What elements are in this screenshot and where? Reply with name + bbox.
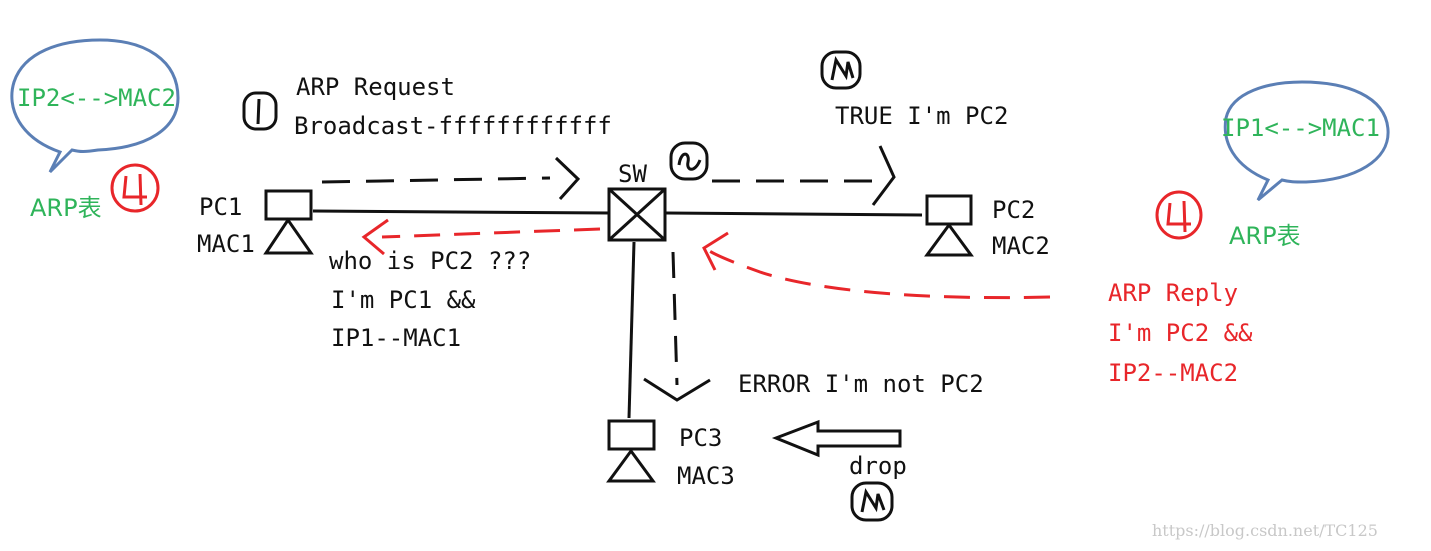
computer-icon	[263, 189, 314, 255]
speech-bubble-icon	[1223, 80, 1390, 202]
pc1-name: PC1	[199, 193, 242, 221]
computer-icon	[606, 419, 656, 483]
link-sw-pc2	[665, 211, 923, 217]
pc3-mac: MAC3	[677, 462, 735, 490]
switch-node: SW	[607, 160, 667, 242]
pc2-mac: MAC2	[992, 232, 1050, 260]
step3-number-icon	[820, 50, 862, 90]
arp-table-label-left: ARP表	[30, 194, 102, 222]
switch-label: SW	[618, 160, 647, 188]
step3-pc3: ERROR I'm not PC2 drop	[738, 370, 984, 522]
step1-number-icon	[242, 91, 278, 131]
watermark-url: https://blog.csdn.net/TC125	[1152, 521, 1378, 540]
computer-icon	[924, 194, 974, 257]
arp-entry-left: IP2<-->MAC2	[17, 84, 176, 112]
network-links	[312, 209, 923, 419]
reply-arrow-pc2-to-sw	[707, 248, 1051, 300]
step4-badge-icon	[1155, 190, 1203, 240]
step2-number-icon	[669, 141, 709, 181]
step3-pc2-text: TRUE I'm PC2	[835, 102, 1008, 130]
reply-line3: IP2--MAC2	[1108, 359, 1238, 387]
drop-arrow-icon	[771, 419, 902, 458]
drop-label: drop	[849, 452, 907, 480]
reply-line2: I'm PC2 &&	[1108, 319, 1253, 347]
step3-pc2: TRUE I'm PC2	[820, 50, 1008, 130]
step2-arrowhead-icon	[871, 145, 896, 206]
reply-arrow-sw-to-pc1	[381, 227, 601, 239]
arp-entry-right: IP1<-->MAC1	[1221, 114, 1380, 142]
step2-arrowhead-icon	[643, 377, 711, 402]
pc2-name: PC2	[992, 196, 1035, 224]
arp-table-label-right: ARP表	[1229, 222, 1301, 250]
step2-flood-arrow-pc3	[671, 251, 679, 386]
pc3-name: PC3	[679, 424, 722, 452]
link-pc1-sw	[312, 209, 611, 215]
step1-body-line1: who is PC2 ???	[329, 247, 531, 275]
arp-table-left: IP2<-->MAC2 ARP表	[10, 38, 180, 222]
pc1-node: PC1 MAC1	[197, 189, 314, 258]
step1-request: ARP Request Broadcast-ffffffffffff who i…	[242, 73, 612, 352]
pc1-mac: MAC1	[197, 230, 255, 258]
reply-line1: ARP Reply	[1108, 279, 1238, 307]
arp-table-right: IP1<-->MAC1 ARP表	[1155, 80, 1390, 250]
switch-icon	[607, 187, 667, 242]
step3-pc3-text: ERROR I'm not PC2	[738, 370, 984, 398]
step4-badge-icon	[110, 163, 160, 213]
step4-reply: ARP Reply I'm PC2 && IP2--MAC2	[361, 218, 1253, 387]
step3-pc3-number-icon	[850, 481, 894, 522]
reply-arrowhead-icon	[702, 231, 729, 271]
step1-broadcast-arrow	[321, 176, 551, 184]
step1-arrowhead-icon	[554, 156, 581, 201]
link-sw-pc3	[627, 241, 636, 419]
pc2-node: PC2 MAC2	[924, 194, 1050, 260]
step1-body-line2: I'm PC1 &&	[331, 286, 476, 314]
step2-flood	[643, 141, 896, 402]
speech-bubble-icon	[10, 38, 180, 174]
step1-body-line3: IP1--MAC1	[331, 324, 461, 352]
pc3-node: PC3 MAC3	[606, 419, 735, 490]
reply-arrowhead-icon	[361, 218, 389, 256]
step1-detail: Broadcast-ffffffffffff	[294, 112, 612, 140]
step1-title: ARP Request	[296, 73, 455, 101]
